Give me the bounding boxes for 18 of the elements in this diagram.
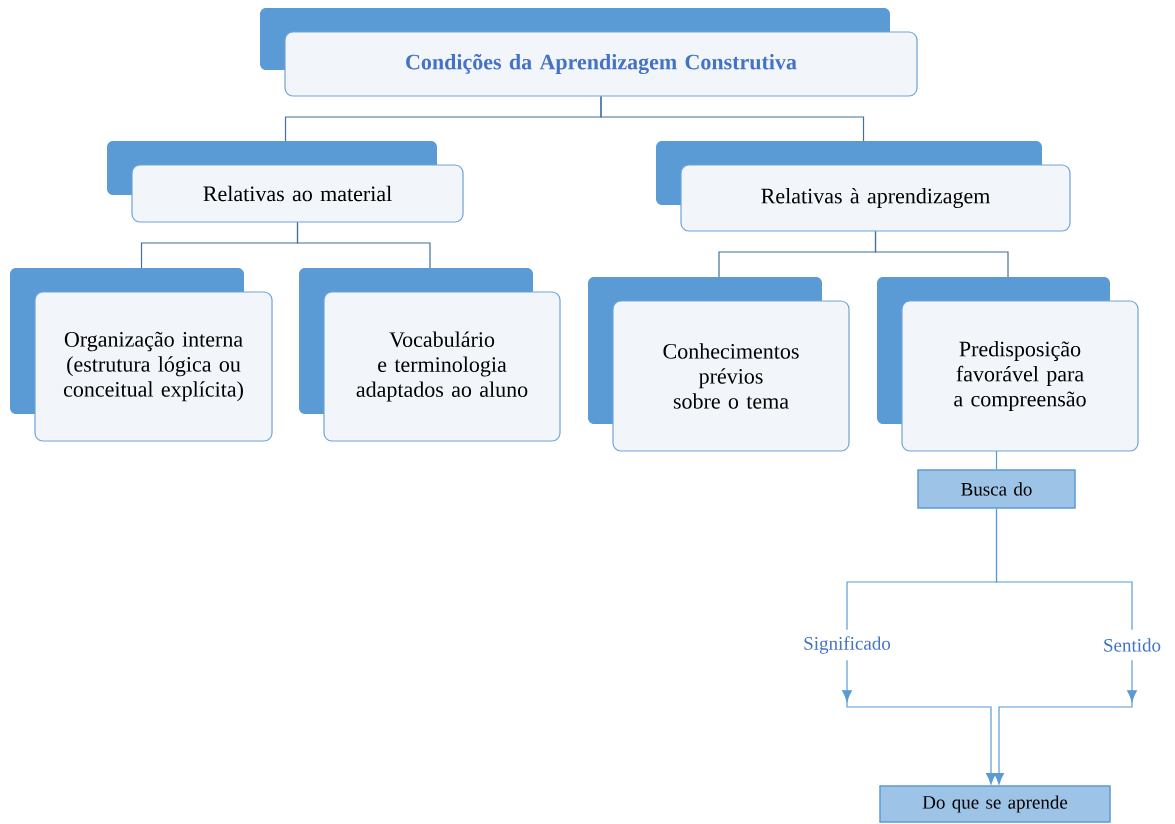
connector (296, 222, 431, 269)
process-card: Organização interna (estrutura lógica ou conceitual explícita) (10, 268, 273, 442)
node-label: Sentido (1104, 638, 1161, 652)
connector (842, 659, 996, 785)
connector (994, 659, 1137, 785)
process-card: Conhecimentos prévios sobre o tema (588, 277, 850, 452)
connector (995, 508, 1133, 631)
process-card: Vocabulário e terminologia adaptados ao aluno (299, 268, 561, 442)
process-box: Do que se aprende (879, 785, 1111, 823)
process-card: Relativas ao material (107, 141, 464, 223)
process-card: Predisposição favorável para a compreensão (877, 277, 1139, 452)
process-card: Relativas à aprendizagem (656, 141, 1071, 232)
connector (874, 231, 1009, 278)
process-box: Busca do (917, 469, 1076, 509)
node-label: Significado (804, 636, 891, 654)
title-card: Condições da Aprendizagem Construtiva (260, 8, 918, 97)
connector (600, 96, 865, 142)
connector (995, 450, 998, 470)
